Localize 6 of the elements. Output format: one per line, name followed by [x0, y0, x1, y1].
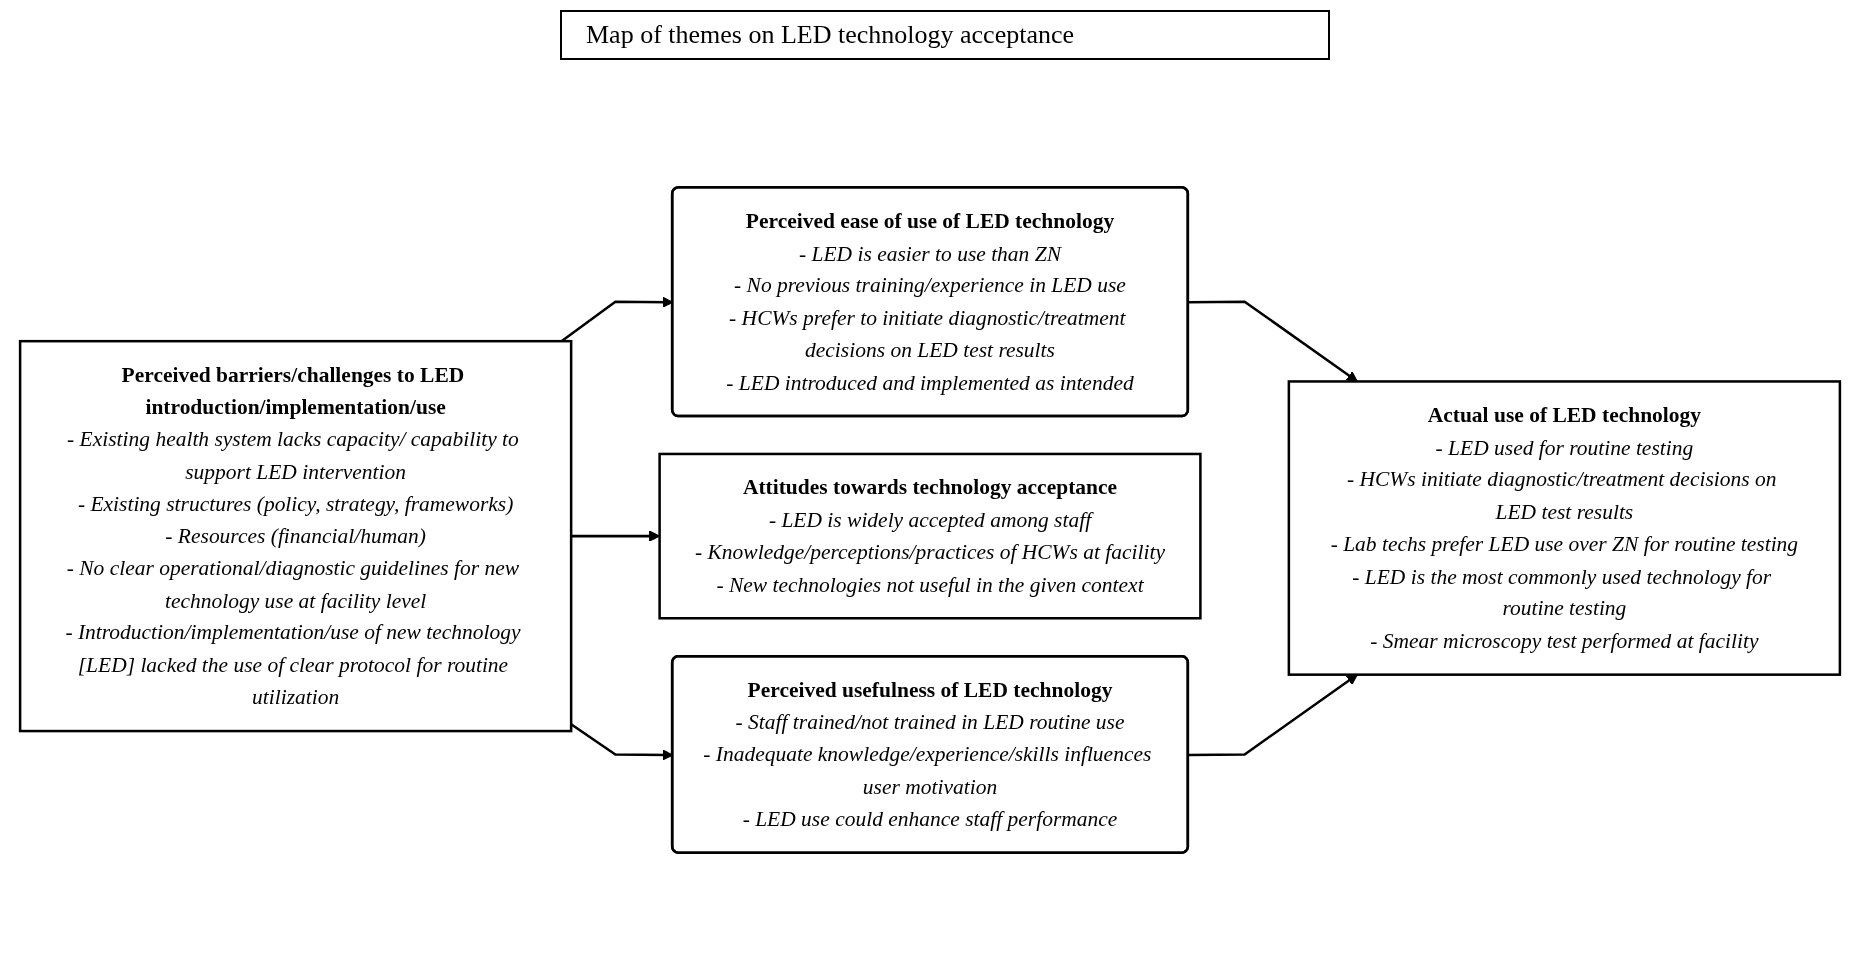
node-box: Attitudes towards technology acceptance - LED is widely accepted among staff - Knowledge/perceptions/practices of HCWs at facility - New technologies not useful in the given context: [658, 452, 1202, 620]
arrow: [1188, 300, 1358, 382]
title: Map of themes on LED technology acceptance: [560, 10, 1330, 60]
node-box: Actual use of LED technology - LED used for routine testing - HCWs initiate diagnostic/treatment decisions on LED test results - Lab techs prefer LED use over ZN for routine testing - LED is the most commonly used technology for routine testing - Smear microscopy test performed at facility: [1287, 380, 1842, 676]
node-box: Perceived barriers/challenges to LED introduction/implementation/use - Existing health system lacks capacity/ capability to support LED intervention - Existing structures (policy, strategy, frameworks) - Resources (financial/human) - No clear operational/diagnostic guidelines for new technology use at facility level - Introduction/implementation/use of new technology [LED] lacked the use of clear protocol for routine utilization: [18, 339, 573, 733]
arrow: [1188, 674, 1358, 757]
